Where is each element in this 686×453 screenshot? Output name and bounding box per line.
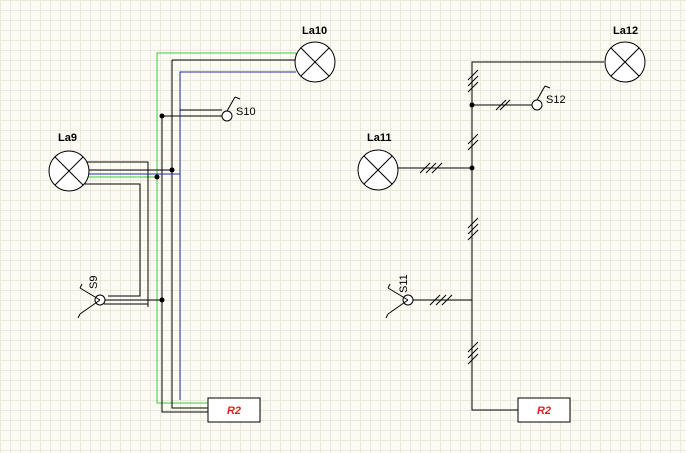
junction-dot	[154, 174, 160, 180]
junction-dot	[159, 297, 165, 303]
lamp-la9-label: La9	[58, 132, 77, 144]
switch-s12-label: S12	[546, 94, 566, 106]
left-circuit: La9 La10 S10 S9 R2	[48, 25, 336, 423]
right-circuit: La11 La12 S12 S11 R2	[357, 25, 646, 423]
relay-r2-right: R2	[517, 397, 571, 423]
relay-r2-left-label: R2	[227, 405, 241, 417]
switch-s12	[531, 85, 551, 111]
wire-main-c	[171, 60, 208, 409]
lamp-la9	[48, 150, 90, 192]
switch-s11	[385, 283, 414, 319]
junction-dot	[169, 167, 175, 173]
relay-r2-right-label: R2	[537, 405, 551, 417]
switch-s10	[221, 96, 241, 122]
junction-dot	[469, 165, 475, 171]
lamp-la10-label: La10	[302, 25, 327, 37]
earth-wire	[88, 176, 208, 404]
lamp-la12	[604, 41, 646, 83]
wire-la9-low	[84, 183, 141, 297]
switch-s10-label: S10	[236, 106, 256, 118]
neutral-wire	[179, 71, 296, 400]
trunk-wire	[471, 61, 604, 411]
wire-main-phase	[161, 116, 208, 413]
lamp-la10	[294, 41, 336, 83]
lamp-la11	[357, 149, 399, 191]
switch-s9	[77, 283, 106, 319]
switch-s11-label: S11	[398, 274, 410, 293]
junction-dot	[469, 102, 475, 108]
lamp-la12-label: La12	[613, 25, 638, 37]
lamp-la11-label: La11	[367, 132, 391, 144]
junction-dot	[159, 113, 165, 119]
wire-la9-top	[84, 161, 149, 307]
relay-r2-left: R2	[207, 397, 261, 423]
conductor-ticks	[419, 69, 511, 365]
switch-s9-label: S9	[88, 276, 100, 289]
